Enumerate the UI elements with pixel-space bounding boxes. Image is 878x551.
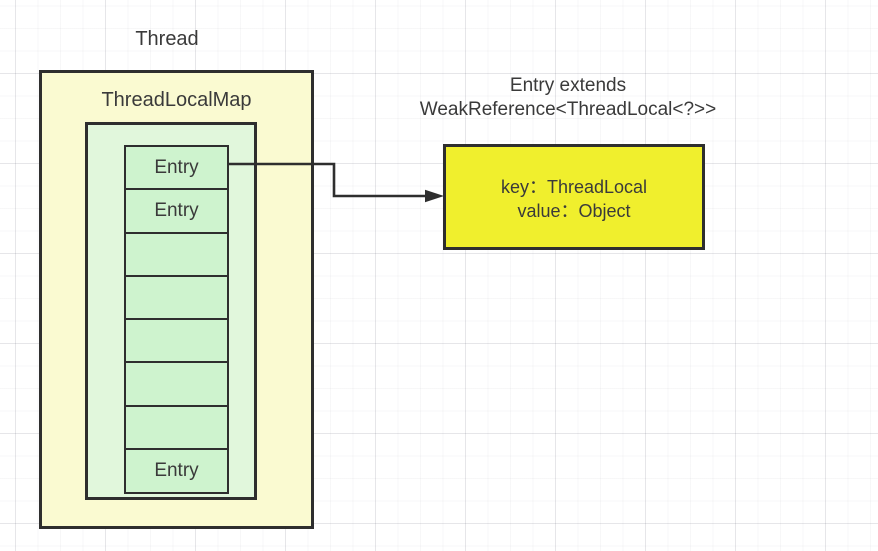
entry-value-line: value：Object: [517, 201, 631, 221]
entry-cell: [124, 404, 229, 451]
entry-key-line: key：ThreadLocal: [500, 176, 648, 197]
entry-extends-line1: Entry extends: [509, 75, 627, 96]
entry-detail-box: key：ThreadLocal value：Object: [443, 144, 705, 250]
entry-cell: Entry: [124, 145, 229, 191]
entry-extends-caption: Entry extends WeakReference<ThreadLocal<…: [398, 74, 738, 122]
entry-cell: [124, 318, 229, 364]
entry-table-box: Entry Entry Entry: [85, 122, 257, 500]
thread-label: Thread: [135, 28, 199, 50]
entry-extends-line2: WeakReference<ThreadLocal<?>>: [419, 99, 717, 120]
entry-cell: [124, 274, 229, 321]
entry-cell-label: Entry: [154, 200, 199, 222]
threadlocalmap-label: ThreadLocalMap: [101, 89, 252, 111]
thread-box: ThreadLocalMap Entry Entry Entry: [39, 70, 314, 529]
entry-stack: Entry Entry Entry: [124, 145, 229, 494]
entry-cell: [124, 231, 229, 278]
entry-cell-label: Entry: [154, 156, 199, 178]
entry-cell: Entry: [124, 448, 229, 494]
entry-cell: Entry: [124, 188, 229, 235]
entry-cell-label: Entry: [154, 459, 199, 481]
entry-cell: [124, 361, 229, 408]
